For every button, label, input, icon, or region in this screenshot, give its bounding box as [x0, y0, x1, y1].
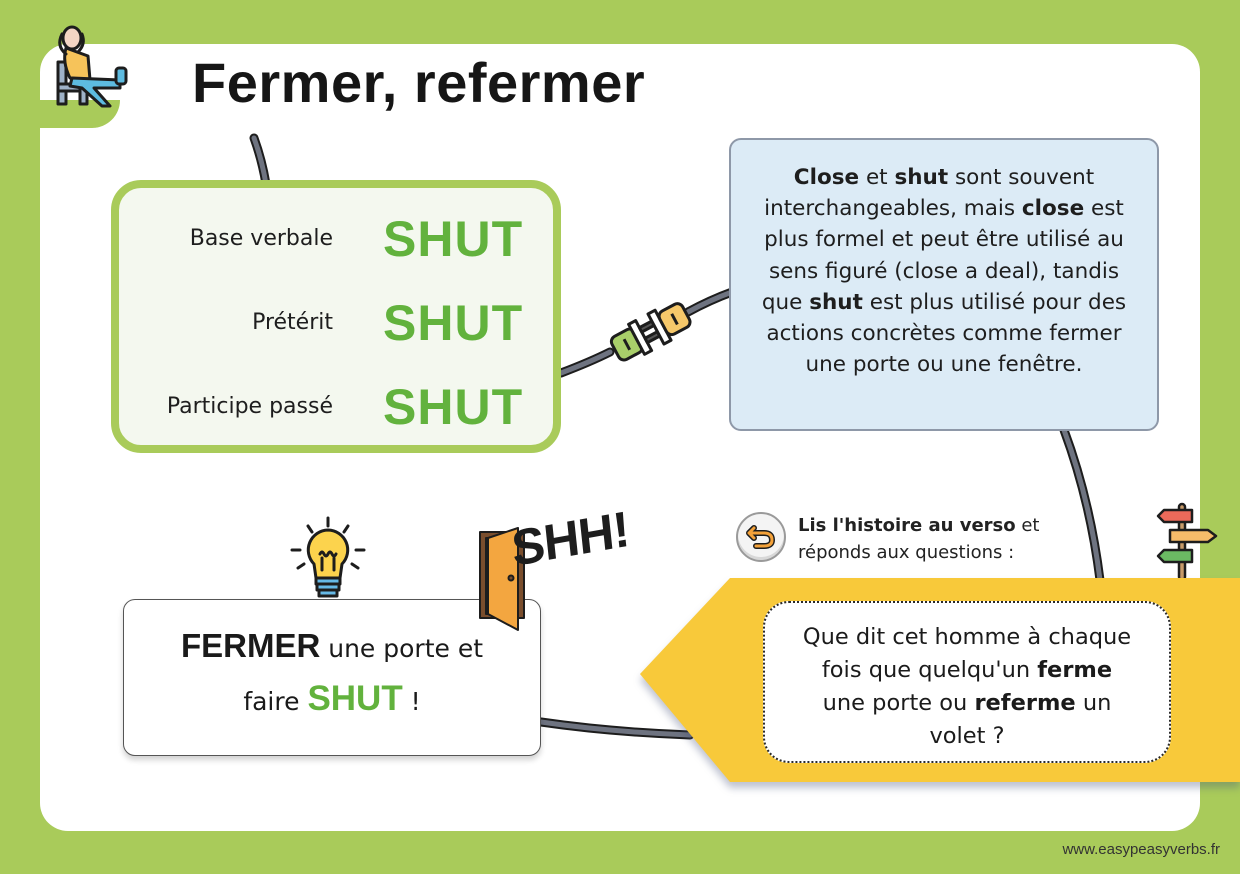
- question-text: une porte ou: [822, 690, 975, 716]
- mnemonic-text: faire: [243, 687, 308, 716]
- verb-form-label: Base verbale: [189, 226, 333, 251]
- verb-form-row-base: Base verbale SHUT: [119, 210, 553, 270]
- question-card: Que dit cet homme à chaque fois que quel…: [763, 601, 1171, 763]
- mnemonic-shut: SHUT: [307, 679, 403, 718]
- mnemonic-line2: faire SHUT !: [124, 673, 540, 728]
- note-text: sont souvent interchangeables, mais: [764, 165, 1095, 222]
- mnemonic-fermer: FERMER: [180, 627, 321, 664]
- note-bold-shut: shut: [894, 165, 949, 190]
- question-bold-ferme: ferme: [1037, 657, 1113, 683]
- note-bold-shut: shut: [809, 289, 863, 315]
- mnemonic-text: une porte et: [320, 634, 484, 663]
- mnemonic-line1: FERMER une porte et: [124, 626, 540, 669]
- note-bold-close: Close: [793, 165, 860, 190]
- verb-form-value: SHUT: [383, 211, 524, 267]
- verb-forms-table: Base verbale SHUT Prétérit SHUT Particip…: [111, 180, 561, 453]
- website-url[interactable]: www.easypeasyverbs.fr: [1062, 841, 1220, 858]
- note-text: est plus formel et peut être utilisé au …: [761, 196, 1124, 315]
- usage-note: Close et shut sont souvent interchangeab…: [729, 138, 1159, 431]
- note-text: est plus utilisé pour des actions concrè…: [766, 289, 1127, 378]
- mnemonic-text: !: [402, 687, 421, 716]
- note-text: et: [859, 165, 895, 190]
- question-line: fois que quelqu'un ferme: [765, 654, 1169, 687]
- verb-form-value: SHUT: [383, 295, 524, 351]
- plug-connector-icon: [609, 302, 692, 362]
- note-bold-close: close: [1021, 196, 1085, 222]
- back-arrow-icon: [746, 525, 775, 549]
- story-instruction-line2: réponds aux questions :: [798, 542, 1015, 563]
- story-instruction-text: et: [1015, 515, 1040, 536]
- question-text: fois que quelqu'un: [821, 657, 1038, 683]
- story-instruction: Lis l'histoire au verso et réponds aux q…: [798, 512, 1039, 566]
- mnemonic-card: FERMER une porte et faire SHUT !: [123, 599, 541, 756]
- verb-form-row-participle: Participe passé SHUT: [119, 378, 553, 438]
- verb-form-value: SHUT: [383, 379, 524, 435]
- question-bold-referme: referme: [974, 690, 1076, 716]
- question-text: un: [1075, 690, 1112, 716]
- question-line: volet ?: [929, 723, 1005, 749]
- door-icon: [479, 527, 525, 631]
- signpost-icon: [1156, 502, 1218, 580]
- relaxing-man-icon: [56, 25, 128, 108]
- story-instruction-bold: Lis l'histoire au verso: [798, 515, 1016, 536]
- question-line: Que dit cet homme à chaque: [802, 624, 1132, 650]
- flip-page-button[interactable]: [736, 512, 786, 562]
- verb-form-row-preterit: Prétérit SHUT: [119, 294, 553, 354]
- question-line: une porte ou referme un: [765, 687, 1169, 720]
- verb-form-label: Prétérit: [252, 310, 333, 335]
- lightbulb-icon: [290, 516, 366, 598]
- verb-form-label: Participe passé: [166, 394, 333, 419]
- page-title: Fermer, refermer: [192, 51, 646, 114]
